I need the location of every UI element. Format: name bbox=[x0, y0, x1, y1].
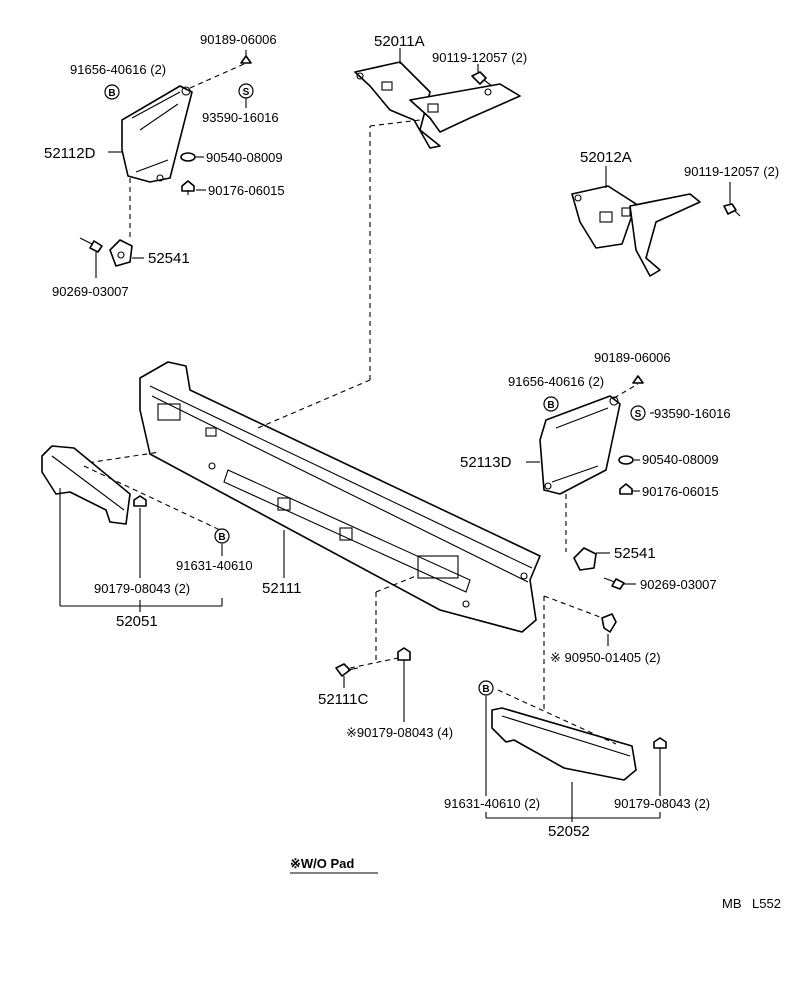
label-93590-tl: 93590-16016 bbox=[202, 110, 279, 125]
clip-90189-tl bbox=[240, 50, 252, 64]
label-90179-c: ※90179-08043 (4) bbox=[346, 725, 453, 740]
mark-s-tl: S bbox=[238, 83, 254, 99]
label-90179-b: 90179-08043 (2) bbox=[614, 796, 710, 811]
bracket-52012A bbox=[571, 185, 701, 277]
drawing-code-a: MB bbox=[722, 896, 742, 911]
label-52051: 52051 bbox=[116, 613, 158, 630]
nut-90179-c bbox=[397, 647, 411, 661]
screw-90269-r bbox=[603, 577, 625, 590]
mark-b-l: B bbox=[214, 528, 230, 544]
label-91656-r: 91656-40616 (2) bbox=[508, 374, 604, 389]
label-52113D: 52113D bbox=[460, 454, 512, 471]
clip-90950 bbox=[601, 613, 617, 633]
mark-b-tl: B bbox=[104, 84, 120, 100]
pad-52052 bbox=[491, 707, 637, 781]
label-90189-tl: 90189-06006 bbox=[200, 32, 277, 47]
label-90176-tl: 90176-06015 bbox=[208, 183, 285, 198]
label-90176-r: 90176-06015 bbox=[642, 484, 719, 499]
screw-90269-tl bbox=[79, 237, 103, 253]
leader-lines bbox=[59, 48, 731, 822]
nut-90176-tl bbox=[181, 180, 195, 192]
label-90119-right: 90119-12057 (2) bbox=[684, 164, 779, 179]
label-90540-r: 90540-08009 bbox=[642, 452, 719, 467]
label-90269-r: 90269-03007 bbox=[640, 577, 717, 592]
mark-s-r: S bbox=[630, 405, 646, 421]
label-52052: 52052 bbox=[548, 823, 590, 840]
pad-52051 bbox=[41, 445, 131, 525]
svg-text:S: S bbox=[243, 87, 250, 98]
label-93590-r: 93590-16016 bbox=[654, 406, 731, 421]
svg-text:S: S bbox=[635, 409, 642, 420]
retainer-52541-r bbox=[573, 547, 597, 571]
label-52541-r: 52541 bbox=[614, 545, 656, 562]
grommet-90540-tl bbox=[180, 152, 196, 162]
bracket-52112D bbox=[121, 85, 193, 183]
label-91631-b: 91631-40610 (2) bbox=[444, 796, 540, 811]
grommet-90540-r bbox=[618, 455, 634, 465]
nut-90179-l bbox=[133, 495, 147, 507]
bumper-52111 bbox=[139, 361, 541, 633]
bracket-52113D bbox=[539, 395, 621, 495]
bolt-90119-right bbox=[723, 203, 741, 217]
mark-b-r: B bbox=[543, 396, 559, 412]
retainer-52541-tl bbox=[109, 239, 133, 267]
nut-90176-r bbox=[619, 483, 633, 495]
note-without-pad: ※W/O Pad bbox=[290, 856, 354, 871]
label-90269-tl: 90269-03007 bbox=[52, 284, 129, 299]
label-90179-l: 90179-08043 (2) bbox=[94, 581, 190, 596]
screw-52111C bbox=[335, 663, 359, 677]
svg-text:B: B bbox=[108, 88, 115, 99]
svg-text:B: B bbox=[482, 684, 489, 695]
clip-90189-r bbox=[632, 375, 644, 384]
label-52541-tl: 52541 bbox=[148, 250, 190, 267]
nut-90179-b bbox=[653, 737, 667, 749]
label-52011A: 52011A bbox=[374, 33, 425, 50]
label-91631-l: 91631-40610 bbox=[176, 558, 253, 573]
label-52112D: 52112D bbox=[44, 145, 96, 162]
svg-text:B: B bbox=[218, 532, 225, 543]
label-52012A: 52012A bbox=[580, 149, 632, 166]
drawing-code-b: L552 bbox=[752, 896, 781, 911]
label-52111C: 52111C bbox=[318, 691, 368, 708]
label-90119-top: 90119-12057 (2) bbox=[432, 50, 527, 65]
label-90540-tl: 90540-08009 bbox=[206, 150, 283, 165]
bracket-52011A bbox=[354, 61, 521, 149]
label-52111: 52111 bbox=[262, 580, 302, 597]
label-90950: ※ 90950-01405 (2) bbox=[550, 650, 661, 665]
mark-b-b: B bbox=[478, 680, 494, 696]
svg-text:B: B bbox=[547, 400, 554, 411]
label-91656-tl: 91656-40616 (2) bbox=[70, 62, 166, 77]
label-90189-r: 90189-06006 bbox=[594, 350, 671, 365]
bolt-90119-top bbox=[471, 71, 493, 87]
